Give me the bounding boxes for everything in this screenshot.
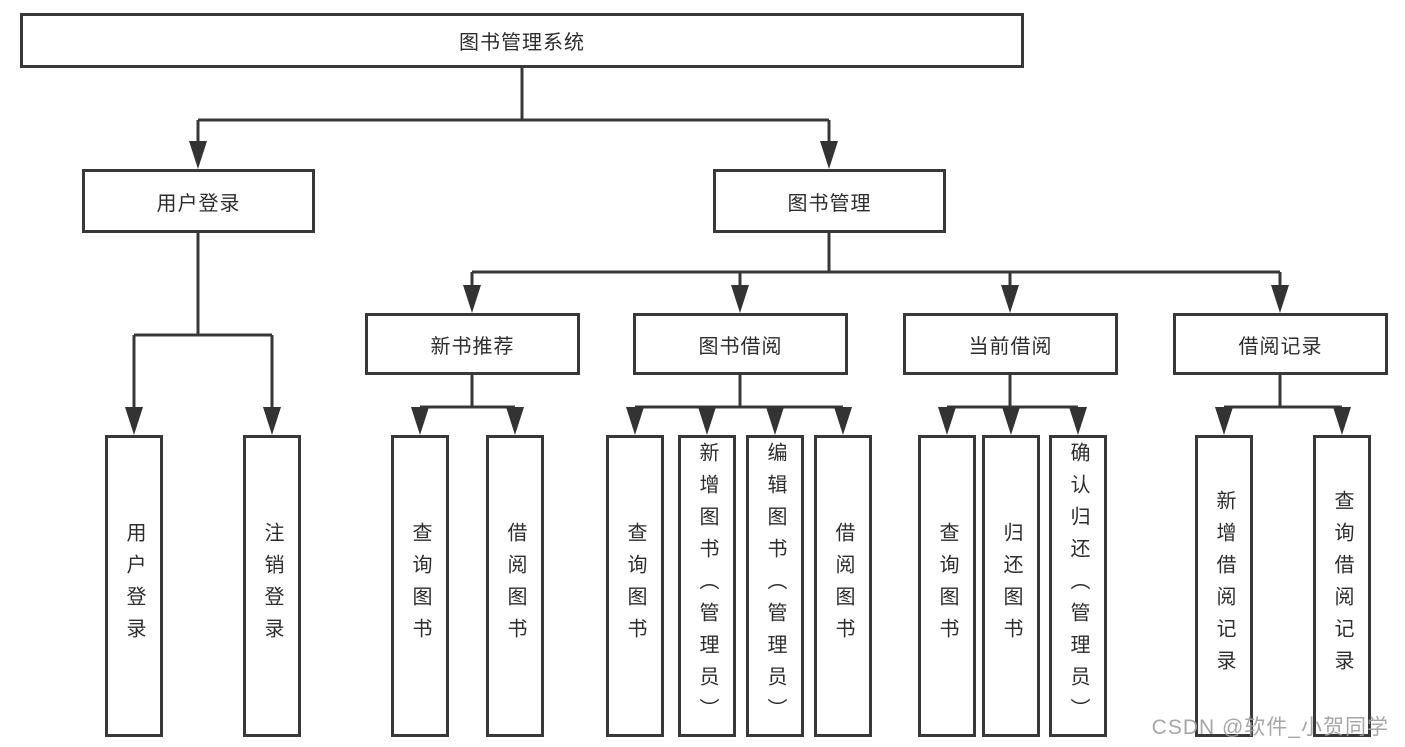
leaf-current-query-label: 查询图书 [936,522,958,650]
leaf-records-query: 查询借阅记录 [1313,435,1371,737]
node-user-login: 用户登录 [82,169,315,233]
node-book-borrow-label: 图书借阅 [698,335,783,358]
leaf-records-add: 新增借阅记录 [1195,435,1253,737]
leaf-borrow-query-label: 查询图书 [624,522,646,650]
node-book-management: 图书管理 [713,169,946,233]
node-root-label: 图书管理系统 [459,32,585,54]
node-borrow-records-label: 借阅记录 [1238,335,1323,358]
node-book-management-label: 图书管理 [787,192,872,215]
leaf-user-login-label: 用户登录 [123,522,145,650]
csdn-watermark: CSDN @软件_小贺同学 [1151,716,1389,739]
leaf-borrow-add-admin: 新增图书（管理员） [678,435,736,737]
leaf-newbook-borrow-label: 借阅图书 [504,522,526,650]
leaf-borrow-edit-admin-label: 编辑图书（管理员） [764,442,786,730]
leaf-current-query: 查询图书 [918,435,976,737]
leaf-logout-label: 注销登录 [261,522,283,650]
node-current-borrow: 当前借阅 [903,313,1118,375]
leaf-current-confirm-admin: 确认归还（管理员） [1049,435,1107,737]
leaf-borrow-edit-admin: 编辑图书（管理员） [746,435,804,737]
leaf-user-login: 用户登录 [105,435,163,737]
leaf-newbook-query: 查询图书 [391,435,449,737]
node-borrow-records: 借阅记录 [1173,313,1388,375]
leaf-current-return-label: 归还图书 [1000,522,1022,650]
leaf-borrow-add-admin-label: 新增图书（管理员） [696,442,718,730]
leaf-newbook-borrow: 借阅图书 [486,435,544,737]
leaf-logout: 注销登录 [243,435,301,737]
node-user-login-label: 用户登录 [156,192,241,215]
leaf-records-query-label: 查询借阅记录 [1331,490,1353,682]
leaf-borrow-borrow: 借阅图书 [814,435,872,737]
leaf-borrow-borrow-label: 借阅图书 [832,522,854,650]
leaf-newbook-query-label: 查询图书 [409,522,431,650]
node-current-borrow-label: 当前借阅 [968,335,1053,358]
leaf-current-confirm-admin-label: 确认归还（管理员） [1067,442,1089,730]
node-book-borrow: 图书借阅 [633,313,848,375]
leaf-current-return: 归还图书 [982,435,1040,737]
leaf-borrow-query: 查询图书 [606,435,664,737]
node-new-book-recommend-label: 新书推荐 [430,335,515,358]
leaf-records-add-label: 新增借阅记录 [1213,490,1235,682]
node-root: 图书管理系统 [20,13,1024,68]
node-new-book-recommend: 新书推荐 [365,313,580,375]
